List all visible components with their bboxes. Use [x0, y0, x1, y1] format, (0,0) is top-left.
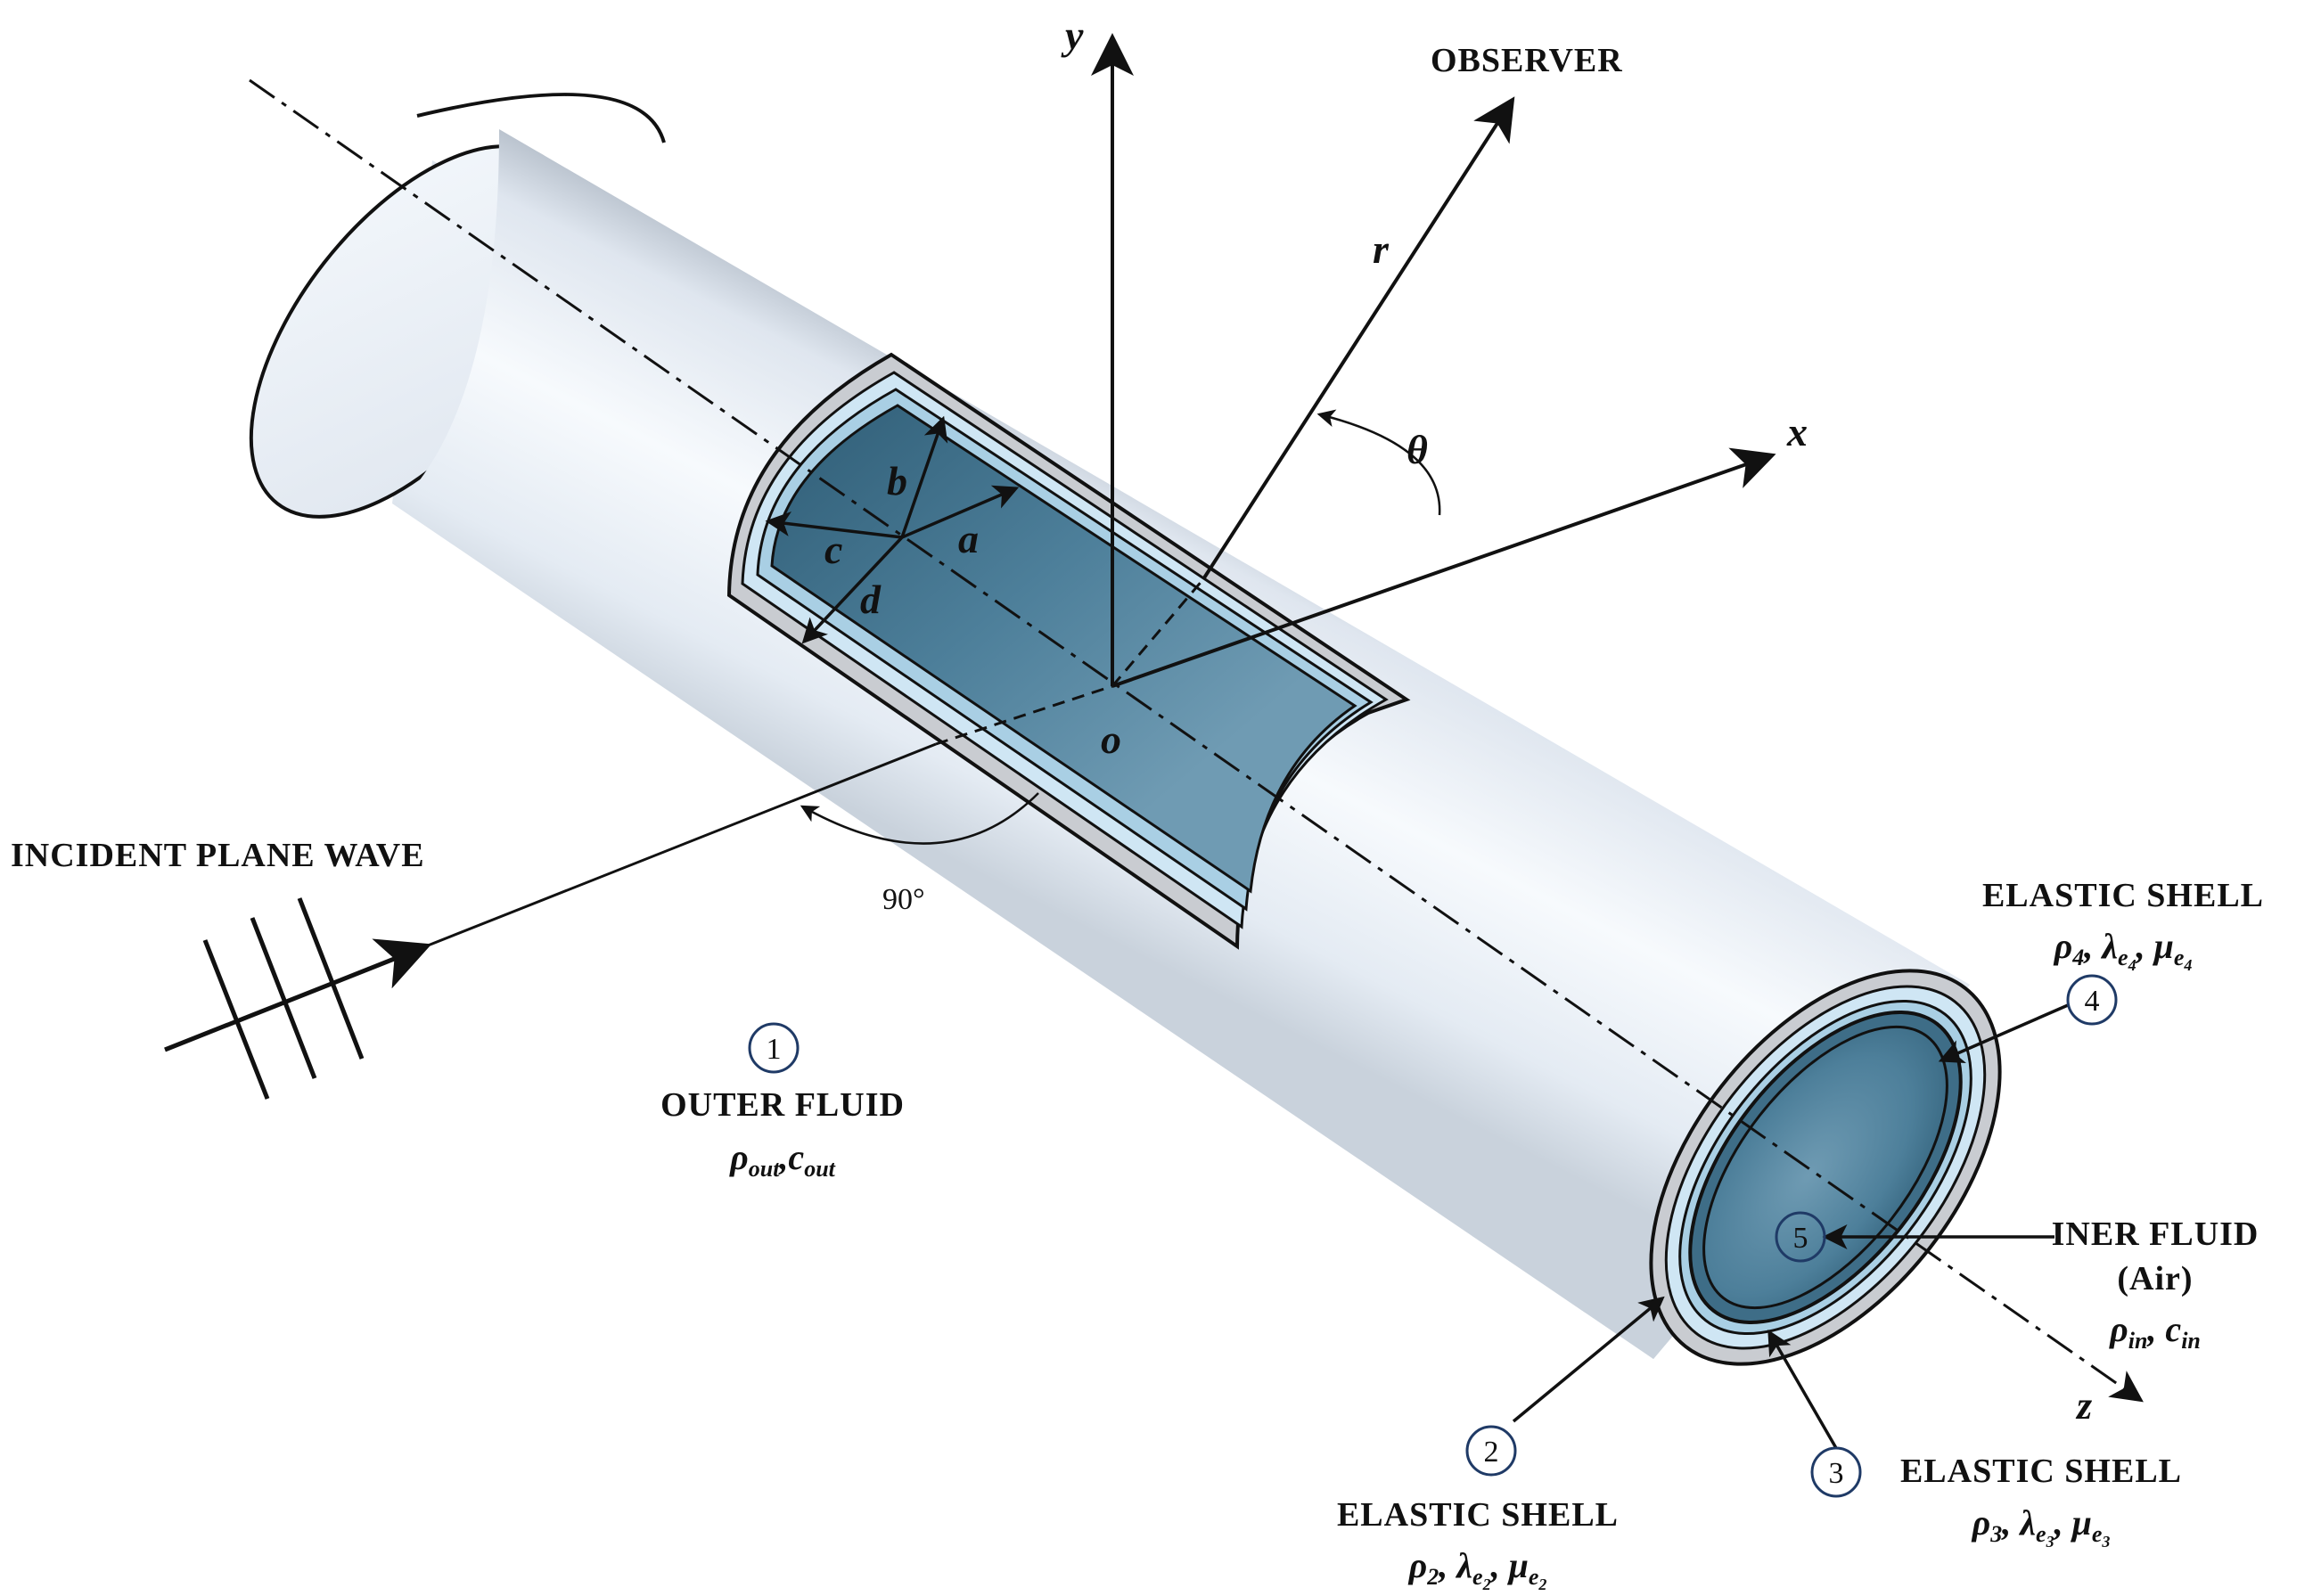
svg-text:1: 1: [767, 1033, 782, 1066]
wavefront-2: [250, 917, 317, 1079]
svg-text:2: 2: [1484, 1436, 1499, 1469]
incident-wave-line: [422, 742, 937, 949]
callout-shell2: [1512, 1296, 1665, 1423]
shell3-title: ELASTIC SHELL: [1900, 1453, 2182, 1490]
inner-fluid-props: ρin, cin: [2109, 1309, 2201, 1354]
near-end-cap: [1649, 969, 2002, 1366]
labels: y x z r θ o 90° a b c d OBSERVER INCIDEN…: [11, 12, 2264, 1593]
region-marker-4: 4: [2066, 974, 2118, 1026]
dim-d: [801, 536, 904, 644]
callout-shell4: [1938, 1003, 2069, 1064]
wavefront-3: [297, 897, 365, 1060]
incident-wave-hidden: [935, 684, 1113, 746]
angle-90-label: 90°: [882, 883, 925, 916]
dim-a-label: a: [958, 516, 979, 561]
origin-label: o: [1101, 716, 1121, 762]
inner-fluid-title: INER FLUID: [2052, 1215, 2259, 1253]
axes: [164, 33, 1776, 1100]
theta-label: θ: [1407, 427, 1428, 472]
wavefront-1: [202, 939, 270, 1100]
incident-label: INCIDENT PLANE WAVE: [11, 837, 425, 874]
region-markers: 1 2 3 4 5: [748, 974, 2118, 1498]
incident-wave-axis: [164, 938, 432, 1052]
callout-shell3: [1767, 1329, 1838, 1449]
r-label: r: [1373, 226, 1390, 272]
y-axis-label: y: [1061, 12, 1084, 58]
cutaway-section: [726, 352, 1411, 950]
observer-ray: [1202, 96, 1515, 581]
dim-b-label: b: [887, 458, 907, 503]
svg-text:5: 5: [1793, 1222, 1808, 1255]
z-axis-label: z: [2075, 1384, 2092, 1428]
shell4-title: ELASTIC SHELL: [1982, 877, 2264, 914]
x-axis-label: x: [1786, 409, 1808, 454]
x-axis: [1111, 447, 1776, 688]
dimension-arrows: [765, 415, 1020, 644]
right-angle-arc: [800, 792, 1039, 845]
ring-core: [1702, 1025, 1948, 1310]
svg-text:3: 3: [1829, 1457, 1844, 1490]
shell2-props: ρ2, λe2, μe2: [1408, 1545, 1547, 1593]
dim-c: [765, 512, 903, 539]
svg-text:4: 4: [2085, 985, 2100, 1018]
callout-arrows: [1512, 1003, 2069, 1449]
observer-label: OBSERVER: [1431, 42, 1623, 79]
shell3-props: ρ3, λe3, μe3: [1972, 1502, 2111, 1551]
dim-b: [900, 415, 948, 538]
theta-arc: [1316, 409, 1441, 516]
outer-fluid-title: OUTER FLUID: [660, 1086, 905, 1124]
observer-ray-hidden: [1111, 578, 1205, 687]
outer-fluid-props: ρout,cout: [729, 1137, 836, 1182]
z-axis-centerline: [249, 78, 2144, 1403]
shell2-title: ELASTIC SHELL: [1337, 1496, 1619, 1534]
region-marker-5: 5: [1775, 1211, 1826, 1263]
region-marker-2: 2: [1465, 1425, 1517, 1477]
region-marker-3: 3: [1810, 1446, 1862, 1498]
shell4-props: ρ4, λe4, μe4: [2054, 926, 2193, 974]
region-marker-1: 1: [748, 1022, 800, 1074]
dim-d-label: d: [860, 577, 882, 622]
inner-fluid-subtitle: (Air): [2117, 1260, 2193, 1297]
dim-a: [901, 485, 1020, 539]
dim-c-label: c: [824, 527, 842, 572]
